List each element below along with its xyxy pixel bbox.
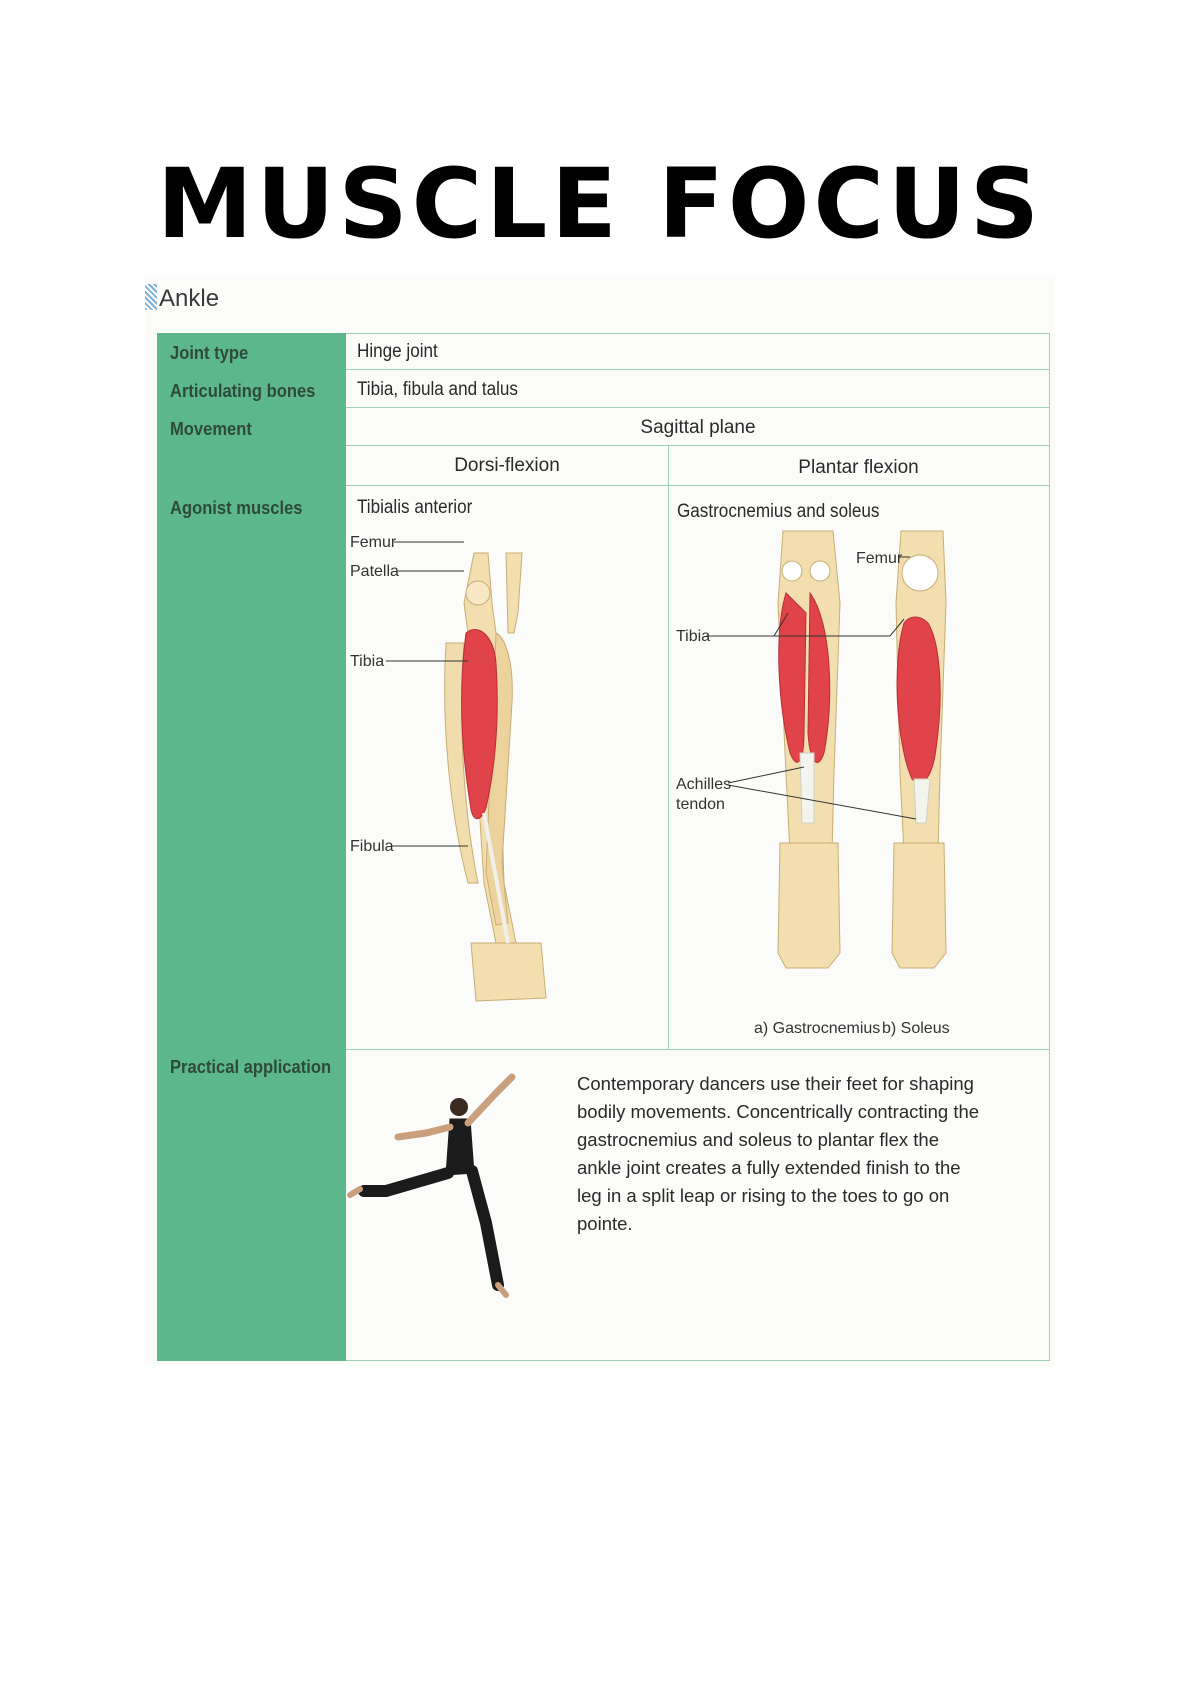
rule bbox=[346, 485, 1050, 486]
practical-application-text: Contemporary dancers use their feet for … bbox=[577, 1073, 980, 1234]
rule bbox=[346, 333, 1050, 334]
label-joint-type: Joint type bbox=[170, 343, 249, 363]
soleus-muscle bbox=[896, 616, 941, 784]
label-agonist-muscles: Agonist muscles bbox=[170, 498, 303, 518]
leg-bones bbox=[444, 552, 547, 1002]
label-movement: Movement bbox=[170, 419, 252, 439]
tibia-label: Tibia bbox=[350, 653, 384, 670]
femur-label-right: Femur bbox=[856, 550, 903, 567]
tibialis-anterior-illustration: Femur Patella Tibia Fibula bbox=[350, 534, 547, 1002]
label-practical-application: Practical application bbox=[170, 1057, 332, 1077]
caption-soleus: b) Soleus bbox=[882, 1020, 950, 1037]
achilles-label: Achilles bbox=[676, 776, 731, 793]
bullet-icon bbox=[145, 284, 157, 310]
plantar-flexion-header: Plantar flexion bbox=[798, 457, 919, 478]
caption-gastrocnemius: a) Gastrocnemius bbox=[754, 1020, 880, 1037]
movement-plane: Sagittal plane bbox=[640, 417, 756, 438]
rule bbox=[346, 369, 1050, 370]
label-articulating-bones: Articulating bones bbox=[170, 381, 316, 401]
dorsi-agonist-muscle: Tibialis anterior bbox=[357, 497, 473, 518]
joint-type-value: Hinge joint bbox=[357, 341, 438, 362]
rule bbox=[346, 1360, 1050, 1361]
page-title: MUSCLE FOCUS bbox=[157, 148, 1043, 260]
gastrocnemius-soleus-illustration: Femur Tibia Achilles tendon a) Gastrocne… bbox=[676, 530, 950, 1037]
dorsi-flexion-header: Dorsi-flexion bbox=[454, 455, 560, 476]
tendon-label: tendon bbox=[676, 796, 725, 813]
tibia-label-right: Tibia bbox=[676, 628, 710, 645]
rule bbox=[1049, 333, 1050, 1361]
rule bbox=[346, 445, 1050, 446]
section-heading: Ankle bbox=[145, 284, 219, 313]
left-figure-labels: Femur Patella Tibia Fibula bbox=[350, 534, 468, 855]
articulating-bones-value: Tibia, fibula and talus bbox=[357, 379, 518, 400]
rule bbox=[346, 407, 1050, 408]
leg-a bbox=[777, 530, 841, 969]
plantar-agonist-muscle: Gastrocnemius and soleus bbox=[677, 501, 880, 522]
rule bbox=[346, 1049, 1050, 1050]
section-title: Ankle bbox=[159, 285, 220, 312]
tibialis-anterior-muscle bbox=[461, 629, 498, 820]
fibula-label: Fibula bbox=[350, 838, 394, 855]
gastrocnemius-muscle bbox=[778, 592, 807, 763]
leg-b bbox=[891, 530, 947, 969]
right-figure-labels: Femur Tibia Achilles tendon a) Gastrocne… bbox=[676, 550, 950, 1037]
femur-label: Femur bbox=[350, 534, 397, 551]
ankle-table: Joint type Articulating bones Movement A… bbox=[157, 333, 1050, 1361]
patella-label: Patella bbox=[350, 563, 399, 580]
rule bbox=[668, 445, 669, 1049]
dancer-photo bbox=[347, 1073, 516, 1298]
label-column bbox=[157, 333, 346, 1361]
